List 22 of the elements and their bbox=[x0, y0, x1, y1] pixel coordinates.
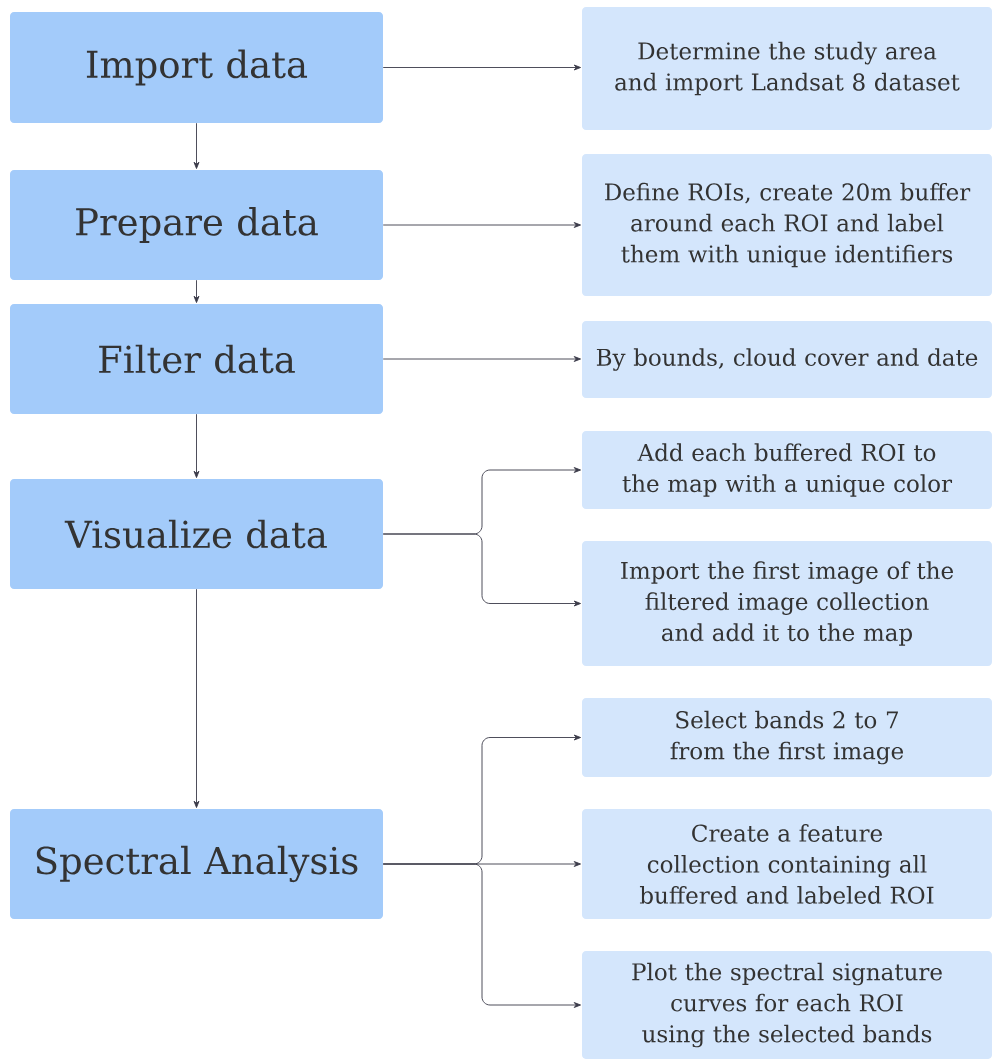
step-box: Import data bbox=[10, 12, 383, 123]
step-box: Visualize data bbox=[10, 479, 383, 589]
description-box: By bounds, cloud cover and date bbox=[582, 321, 992, 398]
step-box: Spectral Analysis bbox=[10, 809, 383, 919]
arrow bbox=[382, 863, 581, 1008]
step-box: Prepare data bbox=[10, 170, 383, 280]
description-box: Create a feature collection containing all buffered and labeled ROI bbox=[582, 809, 992, 919]
description-box: Import the first image of the filtered image collection and add it to the map bbox=[582, 541, 992, 666]
arrow bbox=[193, 122, 200, 169]
arrow bbox=[382, 356, 581, 362]
arrow bbox=[193, 588, 200, 808]
arrow bbox=[193, 413, 200, 478]
description-box: Determine the study area and import Landsat 8 dataset bbox=[582, 7, 992, 130]
description-box: Add each buffered ROI to the map with a unique color bbox=[582, 431, 992, 509]
description-box: Plot the spectral signature curves for each ROI using the selected bands bbox=[582, 951, 992, 1059]
arrow bbox=[382, 222, 581, 228]
arrow bbox=[193, 279, 200, 303]
description-box: Select bands 2 to 7 from the first image bbox=[582, 698, 992, 777]
description-box: Define ROIs, create 20m buffer around each ROI and label them with unique identifiers bbox=[582, 154, 992, 296]
step-box: Filter data bbox=[10, 304, 383, 414]
arrow bbox=[382, 64, 581, 71]
arrow bbox=[382, 533, 581, 607]
